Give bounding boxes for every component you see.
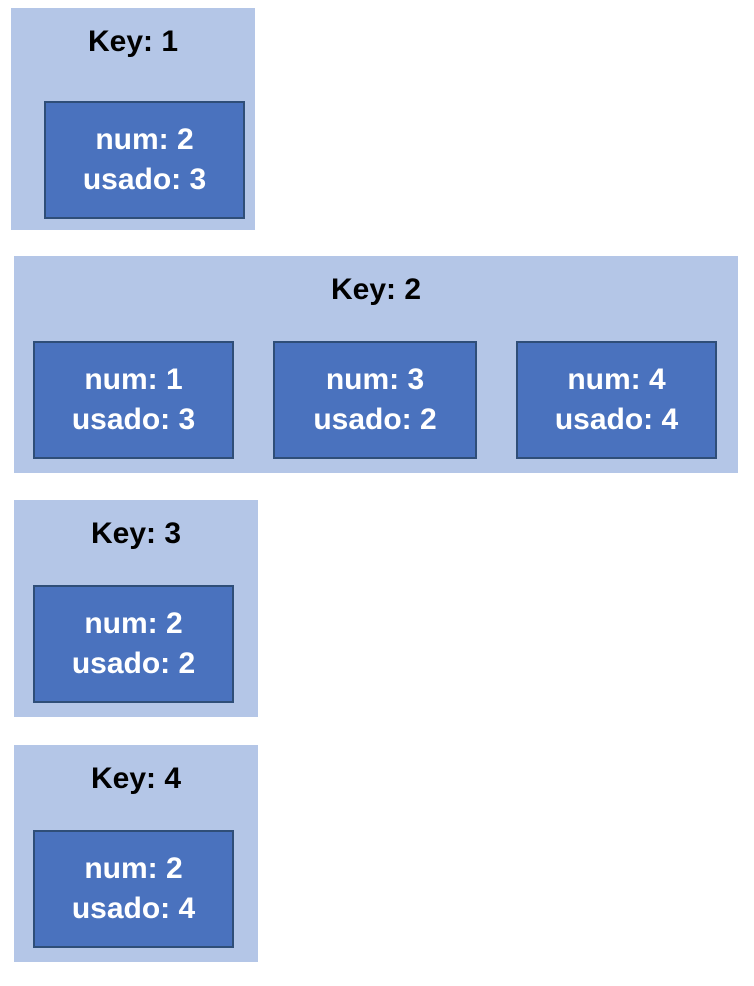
bucket-label: Key: 3 (90, 517, 182, 550)
entry-usado-line: usado: 3 (71, 403, 196, 436)
entry-num-line: num: 2 (84, 852, 183, 885)
entry-num-line: num: 2 (84, 607, 183, 640)
bucket-key-4: Key: 4 num: 2 usado: 4 (14, 745, 258, 962)
entry-usado-line: usado: 2 (71, 647, 196, 680)
entry-usado-line: usado: 3 (82, 163, 207, 196)
bucket-label: Key: 1 (87, 25, 179, 58)
entry-node: num: 4 usado: 4 (516, 341, 717, 459)
entry-node: num: 1 usado: 3 (33, 341, 234, 459)
bucket-key-2: Key: 2 num: 1 usado: 3 num: 3 usado: 2 num: 4… (14, 256, 738, 473)
entry-node: num: 3 usado: 2 (273, 341, 477, 459)
bucket-label: Key: 2 (330, 273, 422, 306)
entry-usado-line: usado: 2 (313, 403, 437, 436)
entry-num-line: num: 4 (567, 363, 666, 396)
entry-num-line: num: 2 (95, 123, 194, 156)
bucket-label: Key: 4 (90, 762, 182, 795)
entry-usado-line: usado: 4 (554, 403, 679, 436)
entry-node: num: 2 usado: 3 (44, 101, 245, 219)
entry-num-line: num: 3 (325, 363, 425, 396)
entry-node: num: 2 usado: 2 (33, 585, 234, 703)
bucket-key-3: Key: 3 num: 2 usado: 2 (14, 500, 258, 717)
entry-usado-line: usado: 4 (71, 892, 196, 925)
bucket-key-1: Key: 1 num: 2 usado: 3 (11, 8, 255, 230)
entry-num-line: num: 1 (84, 363, 183, 396)
entry-node: num: 2 usado: 4 (33, 830, 234, 948)
